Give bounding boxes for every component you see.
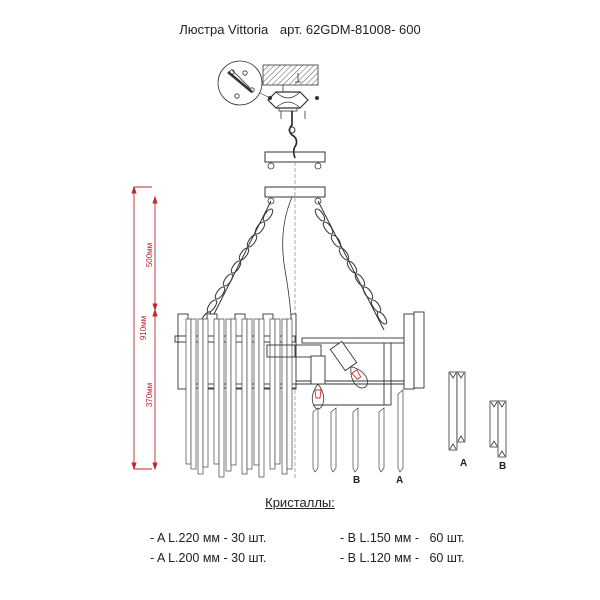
chain-left <box>200 200 274 331</box>
crystal-spec-b-150: - B L.150 мм - 60 шт. <box>340 531 465 545</box>
ceiling-mount <box>217 60 319 159</box>
drawing-title: Люстра Vittoria арт. 62GDM-81008- 600 <box>0 22 600 37</box>
crystal-spec-b-120: - B L.120 мм - 60 шт. <box>340 551 465 565</box>
dimension-lines <box>131 185 158 471</box>
bulb-angled <box>329 340 369 389</box>
bulb-vertical <box>310 355 326 410</box>
tag-b-label: B <box>353 475 360 486</box>
crystal-b-label: B <box>499 461 506 472</box>
dimension-body: 370мм <box>145 383 154 407</box>
crystal-detail-b <box>489 400 507 458</box>
crystals-right <box>312 389 404 473</box>
article-number: арт. 62GDM-81008- 600 <box>279 22 421 37</box>
dimension-total: 910мм <box>139 316 148 340</box>
product-name: Люстра Vittoria <box>179 22 269 37</box>
chain-right <box>314 200 388 331</box>
crystals-title: Кристаллы: <box>265 495 335 510</box>
crystal-spec-a-220: - A L.220 мм - 30 шт. <box>150 531 267 545</box>
dimension-chain: 500мм <box>145 243 154 267</box>
crystal-a-label: A <box>460 458 467 469</box>
crystals-left <box>185 318 293 478</box>
tag-a-label: A <box>396 475 403 486</box>
crystal-spec-a-200: - A L.200 мм - 30 шт. <box>150 551 267 565</box>
crystal-detail-a <box>448 371 466 451</box>
